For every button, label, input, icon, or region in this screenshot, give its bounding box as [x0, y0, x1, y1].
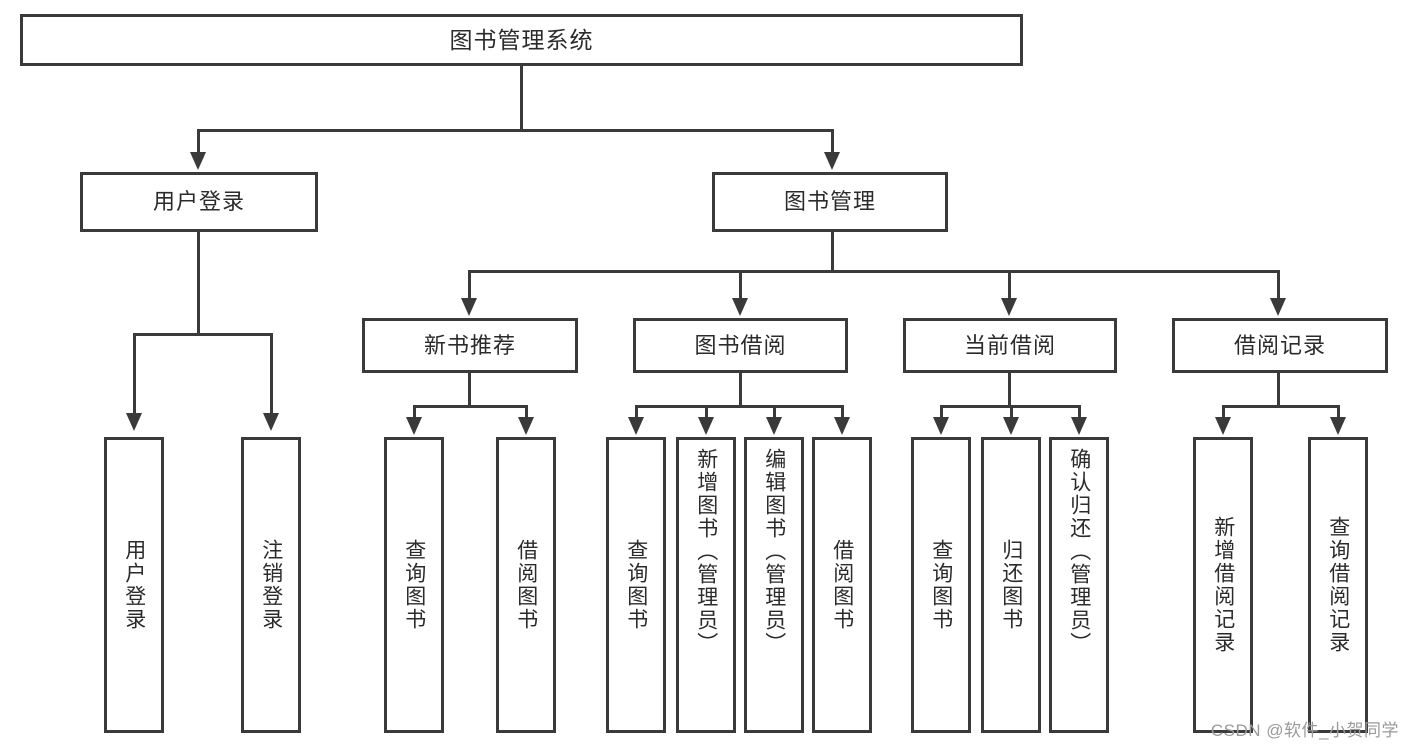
- node-label: 用户登录: [152, 189, 245, 215]
- connector-borrow-stem: [739, 373, 742, 407]
- node-label: 图书管理系统: [449, 26, 594, 53]
- node-user-login[interactable]: 用户登录: [80, 172, 318, 232]
- node-new-book-recommend[interactable]: 新书推荐: [362, 318, 578, 373]
- connector-records-stem: [1277, 373, 1280, 407]
- connector-new-rec-stem: [468, 373, 471, 407]
- connector-current-child-3: [1078, 405, 1081, 419]
- connector-borrow-child-2: [705, 405, 708, 419]
- arrowhead-user-login: [190, 152, 206, 170]
- node-borrow-records[interactable]: 借阅记录: [1172, 318, 1388, 373]
- node-current-borrow[interactable]: 当前借阅: [903, 318, 1117, 373]
- connector-records-child-1: [1222, 405, 1225, 419]
- arrowhead-book-mgmt: [824, 152, 840, 170]
- node-book-mgmt[interactable]: 图书管理: [712, 172, 948, 232]
- leaf-label: 编辑图书（管理员）: [762, 448, 786, 655]
- connector-to-current: [1008, 270, 1011, 300]
- node-label: 图书管理: [783, 189, 876, 215]
- connector-borrow-child-1: [635, 405, 638, 419]
- node-label: 新书推荐: [423, 332, 516, 358]
- arrowhead-new-rec: [461, 298, 477, 316]
- leaf-borrow-book-newrec[interactable]: 借阅图书: [496, 437, 556, 733]
- arrowhead-borrow-child-3: [766, 417, 782, 435]
- leaf-query-book-current[interactable]: 查询图书: [911, 437, 971, 733]
- leaf-label: 查询图书: [929, 539, 953, 631]
- arrowhead-leaf-user-login: [126, 413, 142, 431]
- connector-book-mgmt-stem: [831, 232, 834, 272]
- connector-to-leaf-logout: [270, 333, 273, 415]
- connector-root-bar: [197, 129, 834, 132]
- node-root-system[interactable]: 图书管理系统: [20, 14, 1023, 66]
- arrowhead-new-rec-child-2: [518, 417, 534, 435]
- arrowhead-current-child-3: [1071, 417, 1087, 435]
- connector-user-login-stem: [197, 232, 200, 334]
- connector-borrow-child-3: [773, 405, 776, 419]
- leaf-add-borrow-record[interactable]: 新增借阅记录: [1193, 437, 1253, 733]
- leaf-edit-book-admin[interactable]: 编辑图书（管理员）: [744, 437, 804, 733]
- leaf-confirm-return-admin[interactable]: 确认归还（管理员）: [1049, 437, 1109, 733]
- connector-book-mgmt-bar: [468, 270, 1280, 273]
- leaf-query-borrow-record[interactable]: 查询借阅记录: [1308, 437, 1368, 733]
- arrowhead-current-child-1: [933, 417, 949, 435]
- connector-root-to-user-login: [197, 129, 200, 154]
- leaf-borrow-book[interactable]: 借阅图书: [812, 437, 872, 733]
- leaf-label: 用户登录: [122, 539, 146, 631]
- connector-borrow-child-4: [841, 405, 844, 419]
- node-label: 借阅记录: [1233, 332, 1326, 358]
- connector-records-bar: [1222, 405, 1340, 408]
- leaf-label: 借阅图书: [830, 539, 854, 631]
- leaf-add-book-admin[interactable]: 新增图书（管理员）: [676, 437, 736, 733]
- node-book-borrow[interactable]: 图书借阅: [633, 318, 848, 373]
- arrowhead-borrow-child-4: [834, 417, 850, 435]
- leaf-label: 新增图书（管理员）: [694, 448, 718, 655]
- arrowhead-records-child-1: [1215, 417, 1231, 435]
- leaf-label: 注销登录: [259, 539, 283, 631]
- connector-current-stem: [1008, 373, 1011, 407]
- connector-new-rec-child-2: [525, 405, 528, 419]
- node-label: 图书借阅: [694, 332, 787, 358]
- connector-to-new-rec: [468, 270, 471, 300]
- connector-new-rec-child-1: [413, 405, 416, 419]
- arrowhead-current-child-2: [1003, 417, 1019, 435]
- connector-borrow-bar: [635, 405, 843, 408]
- connector-current-child-2: [1010, 405, 1013, 419]
- leaf-label: 确认归还（管理员）: [1067, 448, 1091, 655]
- connector-root-to-book-mgmt: [831, 129, 834, 154]
- node-label: 当前借阅: [963, 332, 1056, 358]
- arrowhead-borrow-child-2: [698, 417, 714, 435]
- leaf-logout[interactable]: 注销登录: [241, 437, 301, 733]
- arrowhead-leaf-logout: [263, 413, 279, 431]
- arrowhead-records-child-2: [1330, 417, 1346, 435]
- arrowhead-records: [1270, 298, 1286, 316]
- connector-to-leaf-user-login: [133, 333, 136, 415]
- leaf-return-book[interactable]: 归还图书: [981, 437, 1041, 733]
- connector-to-records: [1277, 270, 1280, 300]
- connector-root-stem: [520, 66, 523, 130]
- leaf-label: 借阅图书: [514, 539, 538, 631]
- leaf-label: 归还图书: [999, 539, 1023, 631]
- connector-current-child-1: [940, 405, 943, 419]
- connector-new-rec-bar: [413, 405, 528, 408]
- leaf-user-login[interactable]: 用户登录: [104, 437, 164, 733]
- connector-to-borrow: [739, 270, 742, 300]
- leaf-label: 查询图书: [624, 539, 648, 631]
- arrowhead-borrow-child-1: [628, 417, 644, 435]
- leaf-query-book-newrec[interactable]: 查询图书: [384, 437, 444, 733]
- leaf-label: 查询图书: [402, 539, 426, 631]
- connector-records-child-2: [1337, 405, 1340, 419]
- leaf-query-book-borrow[interactable]: 查询图书: [606, 437, 666, 733]
- arrowhead-new-rec-child-1: [406, 417, 422, 435]
- arrowhead-borrow: [732, 298, 748, 316]
- arrowhead-current: [1001, 298, 1017, 316]
- leaf-label: 查询借阅记录: [1326, 516, 1350, 654]
- connector-user-login-bar: [133, 333, 273, 336]
- leaf-label: 新增借阅记录: [1211, 516, 1235, 654]
